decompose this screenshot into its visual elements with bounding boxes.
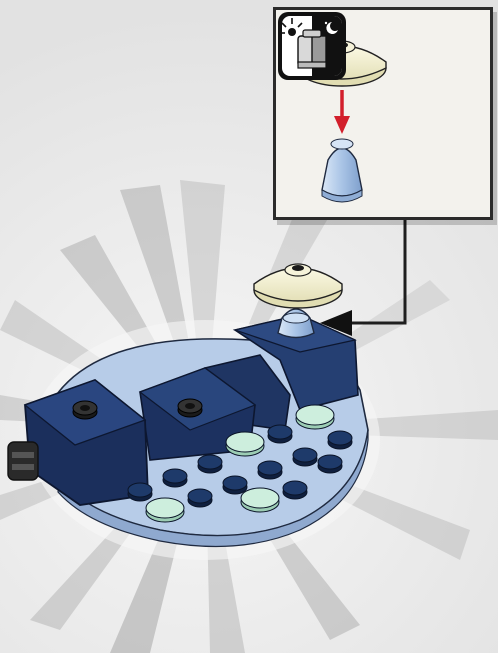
trans-green-round-tile bbox=[226, 432, 264, 456]
trans-green-round-tile bbox=[146, 498, 184, 522]
dark-blue-round-stud bbox=[293, 448, 317, 466]
trans-green-round-tile bbox=[296, 405, 334, 429]
dark-blue-round-stud bbox=[223, 476, 247, 494]
dark-blue-round-stud bbox=[198, 455, 222, 473]
dark-blue-round-stud bbox=[268, 425, 292, 443]
red-down-arrow-icon bbox=[334, 90, 350, 134]
day-night-lighting-icon bbox=[276, 10, 348, 82]
dark-blue-round-stud bbox=[188, 489, 212, 507]
dark-blue-round-stud bbox=[318, 455, 342, 473]
dark-blue-round-stud bbox=[283, 481, 307, 499]
dark-blue-round-stud bbox=[258, 461, 282, 479]
black-clip bbox=[8, 442, 38, 480]
dark-blue-round-stud bbox=[163, 469, 187, 487]
dark-blue-round-stud bbox=[328, 431, 352, 449]
dark-blue-round-stud bbox=[128, 483, 152, 501]
trans-green-round-tile bbox=[241, 488, 279, 512]
callout-panel bbox=[273, 7, 493, 220]
cone-transparent-blue-icon bbox=[322, 139, 362, 202]
